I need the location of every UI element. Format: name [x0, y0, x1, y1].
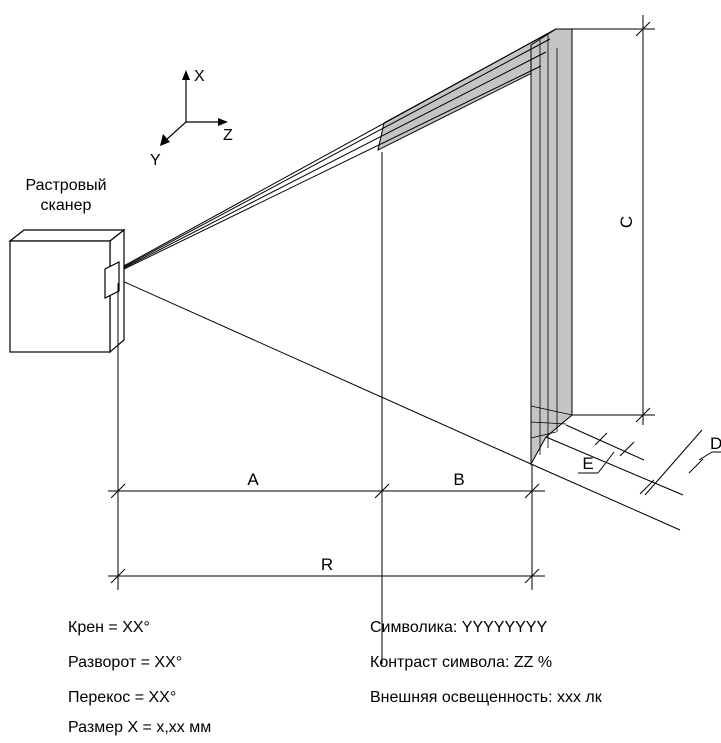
param-ambient-light: Внешняя освещенность: xxx лк [370, 689, 602, 706]
dimension-r-label: R [321, 555, 333, 574]
scanner-window [104, 261, 120, 299]
param-symbology: Символика: YYYYYYYY [370, 619, 548, 636]
dimension-e-label: E [582, 454, 593, 473]
symbol-side-band [530, 28, 573, 466]
dimension-c-label: C [617, 216, 636, 228]
scanner-label-line2: сканер [41, 197, 92, 214]
axes-triad [160, 70, 228, 146]
scanner-front-face [9, 240, 111, 353]
axis-z-label: Z [223, 127, 233, 144]
param-rotation: Разворот = XX° [68, 654, 183, 671]
scan-beams [119, 28, 557, 465]
axis-y-label: Y [150, 152, 161, 169]
param-roll: Крен = XX° [68, 619, 150, 636]
dimension-lines [108, 15, 721, 590]
scanner-top-face [8, 229, 126, 242]
param-symbol-contrast: Контраст символа: ZZ % [370, 654, 553, 671]
dimension-d-label: D [710, 434, 721, 453]
dimension-b-label: B [453, 470, 464, 489]
symbol-plate [377, 28, 573, 466]
axis-x-label: X [194, 68, 205, 85]
param-x-dimension: Размер X = x,xx мм [68, 719, 212, 736]
dimension-a-label: A [247, 470, 259, 489]
scanner-label-line1: Растровый [25, 177, 106, 194]
raster-scanner [8, 228, 126, 354]
param-skew: Перекос = XX° [68, 689, 177, 706]
